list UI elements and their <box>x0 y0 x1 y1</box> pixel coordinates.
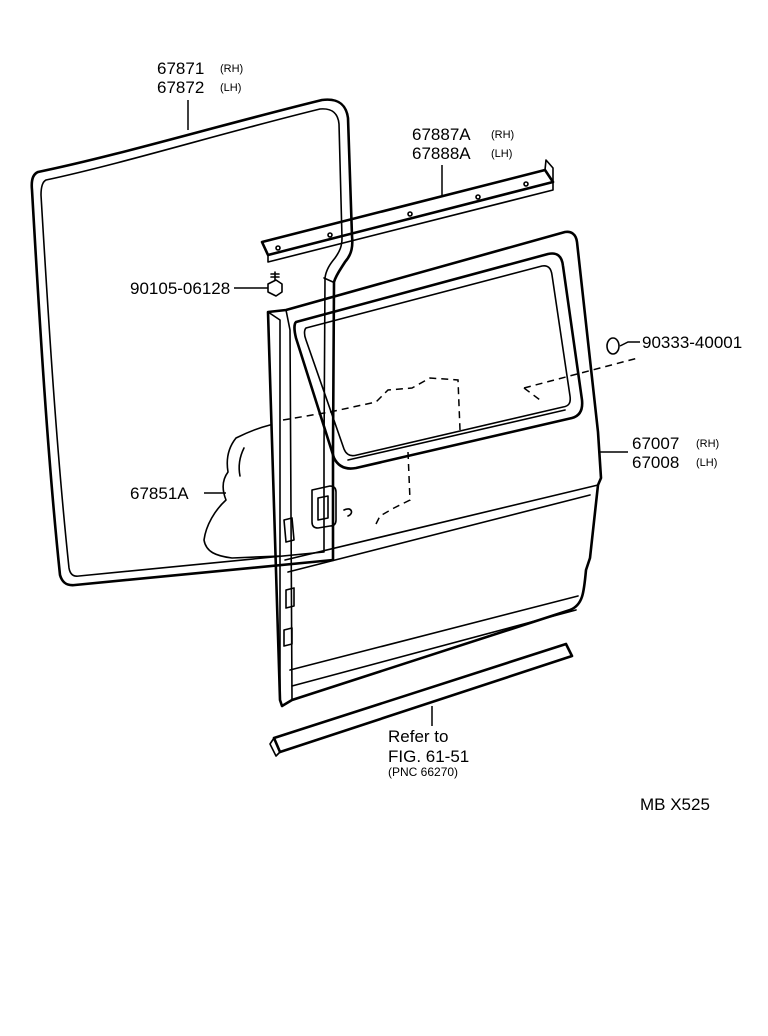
svg-text:(RH): (RH) <box>491 129 514 141</box>
svg-text:67888A: 67888A <box>412 144 471 163</box>
svg-text:(LH): (LH) <box>491 148 512 160</box>
weatherstrip-drawing <box>30 98 354 587</box>
rail-label: 67887A (RH) 67888A (LH) <box>412 125 514 163</box>
diagram-code: MB X525 <box>640 795 710 814</box>
rail-drawing <box>260 159 555 263</box>
reference-note: Refer to FIG. 61-51 (PNC 66270) <box>388 727 469 779</box>
svg-text:(LH): (LH) <box>220 82 241 94</box>
bolt-drawing <box>267 271 283 297</box>
svg-text:Refer to: Refer to <box>388 727 448 746</box>
svg-text:(RH): (RH) <box>696 438 719 450</box>
door-panel-label: 67007 (RH) 67008 (LH) <box>632 434 719 472</box>
svg-text:67008: 67008 <box>632 453 679 472</box>
bolt-part-number: 90105-06128 <box>130 279 230 298</box>
svg-text:67007: 67007 <box>632 434 679 453</box>
plug-drawing <box>606 337 620 355</box>
door-panel-drawing <box>266 230 639 708</box>
svg-text:(RH): (RH) <box>220 63 243 75</box>
plug-part-number: 90333-40001 <box>642 333 742 352</box>
svg-text:(LH): (LH) <box>696 457 717 469</box>
svg-text:FIG. 61-51: FIG. 61-51 <box>388 747 469 766</box>
reference-molding-drawing <box>269 642 574 757</box>
svg-text:67887A: 67887A <box>412 125 471 144</box>
cover-part-number: 67851A <box>130 484 189 503</box>
plug-leader <box>619 341 640 347</box>
svg-text:67872: 67872 <box>157 78 204 97</box>
svg-text:(PNC 66270): (PNC 66270) <box>388 765 458 779</box>
service-hole-cover-drawing <box>203 424 281 559</box>
svg-text:67871: 67871 <box>157 59 204 78</box>
weatherstrip-label: 67871 (RH) 67872 (LH) <box>157 59 243 97</box>
